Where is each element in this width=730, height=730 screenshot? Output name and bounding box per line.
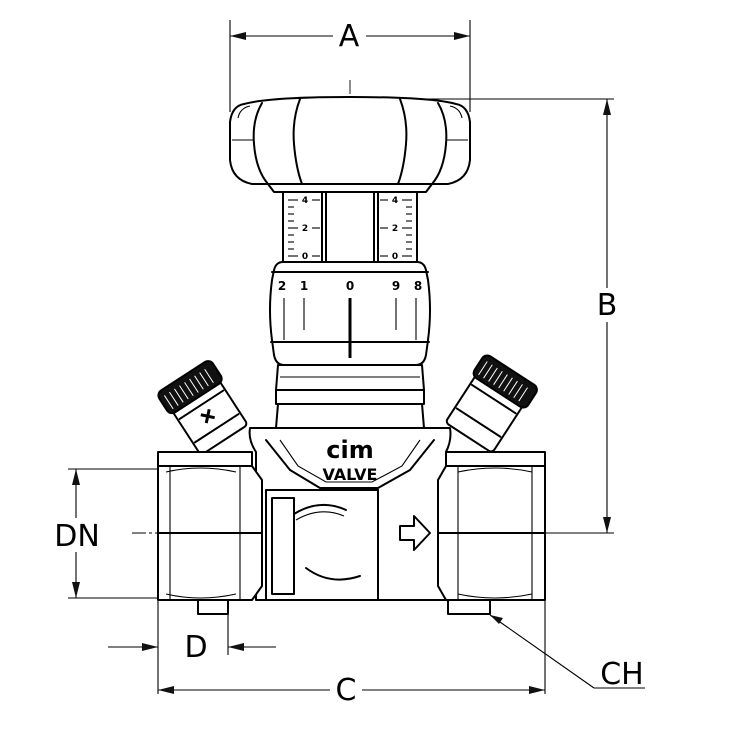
label-ch: CH [600,657,644,692]
bonnet [275,364,425,429]
scale-right-label-1: 2 [392,224,398,234]
dial-number-1: 1 [300,279,308,293]
dimension-b: B [350,98,618,534]
label-a: A [339,19,360,54]
dial-housing: 2 1 0 9 8 [269,261,431,366]
dimension-dn: DN [54,468,158,599]
brand-logo: cim VALVE [323,436,378,484]
scale-left-label-1: 2 [302,224,308,234]
dial-number-0: 2 [278,279,286,293]
scale-right: 4 2 0 [380,196,412,262]
scale-left: 4 2 0 [288,196,320,262]
valve-body: cim VALVE [157,427,546,615]
scale-left-label-0: 4 [302,196,308,206]
logo-cim: cim [326,436,373,464]
left-test-port [157,360,248,455]
label-b: B [597,288,618,323]
right-test-port [445,354,538,453]
dimension-c: C [158,600,546,708]
dimension-d: D [108,598,276,694]
label-dn: DN [54,519,100,554]
label-c: C [336,673,357,708]
label-d: D [184,630,207,665]
scale-right-label-0: 4 [392,196,398,206]
dial-number-2: 0 [346,279,354,293]
scale-right-label-2: 0 [392,252,398,262]
handwheel [229,96,471,193]
scale-left-label-2: 0 [302,252,308,262]
scale-spindle: 4 2 0 4 2 0 [282,191,418,263]
dimension-ch: CH [489,614,645,692]
dial-number-3: 9 [392,279,400,293]
flow-direction-icon [399,515,431,551]
dimension-a: A [229,19,471,112]
dial-number-4: 8 [414,279,422,293]
logo-valve: VALVE [323,465,378,484]
